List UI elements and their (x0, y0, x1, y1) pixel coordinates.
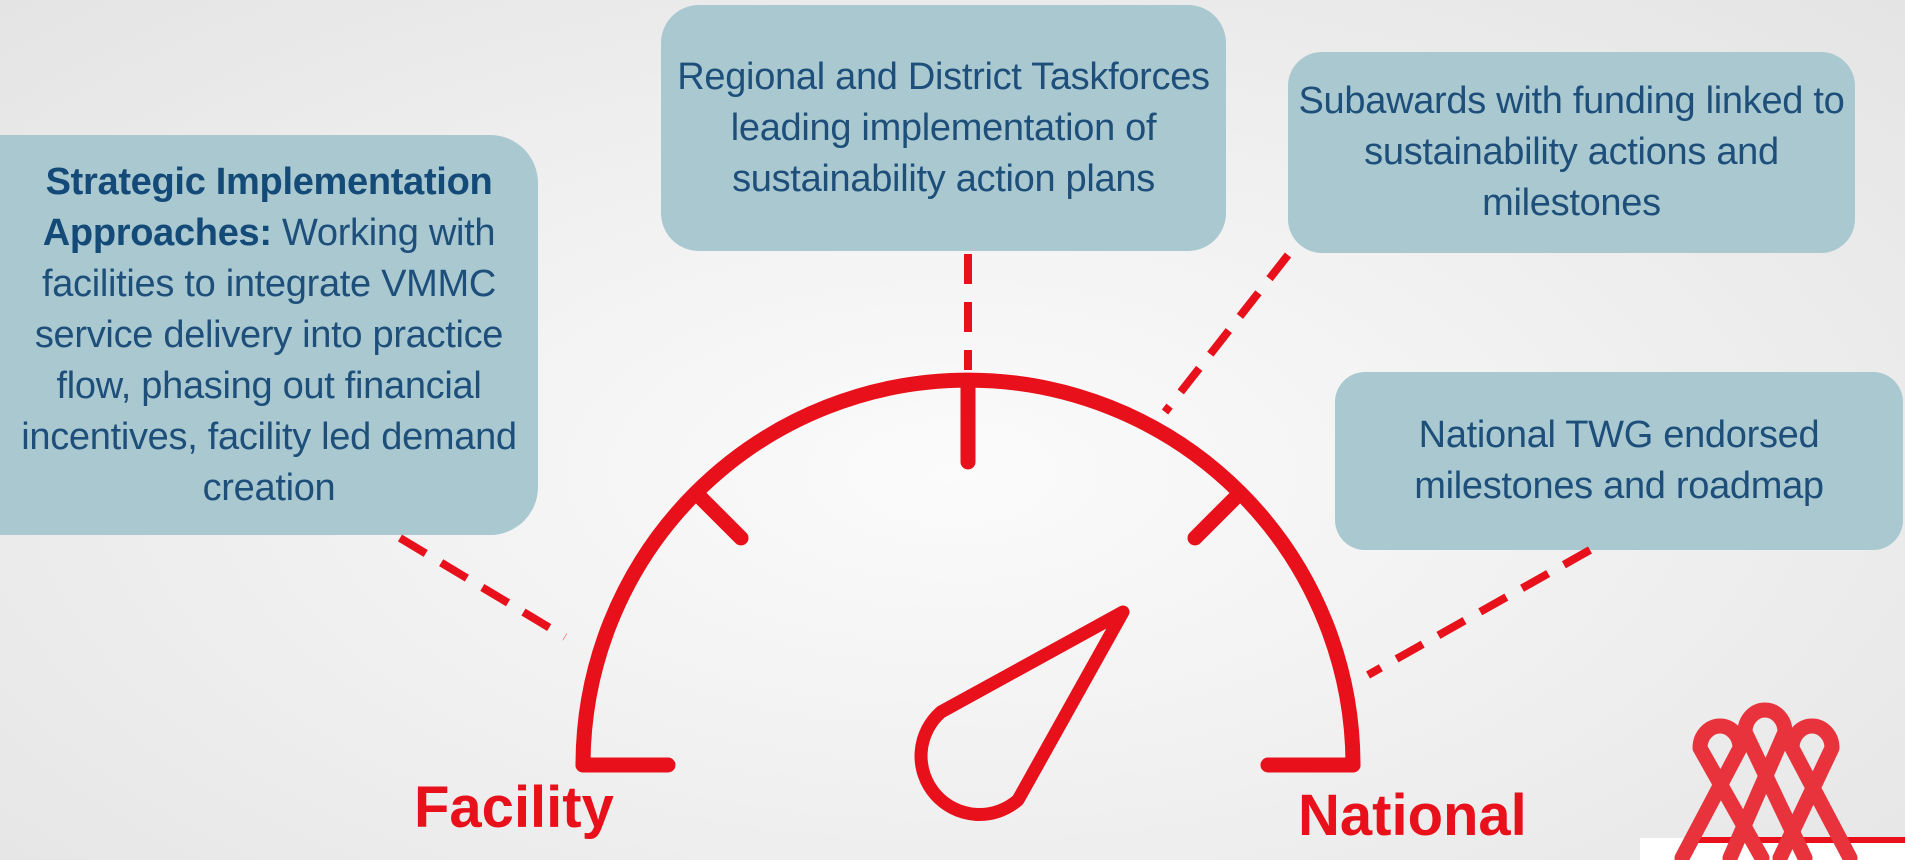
strategic-implementation-body: Working with facilities to integrate VMM… (21, 211, 517, 509)
gauge-tick-right (1187, 485, 1248, 546)
connector-strategic (397, 534, 568, 641)
strategic-implementation-heading: Strategic Implementation Approaches: (42, 160, 493, 254)
subawards-box: Subawards with funding linked to sustain… (1288, 52, 1855, 253)
facility-label: Facility (414, 775, 614, 840)
gauge-tick-left (688, 485, 749, 546)
strategic-implementation-text: Strategic Implementation Approaches: Wor… (10, 157, 528, 514)
subawards-text: Subawards with funding linked to sustain… (1298, 80, 1845, 224)
gauge-dial (575, 372, 1361, 773)
national-twg-text: National TWG endorsed milestones and roa… (1414, 414, 1824, 507)
connector-subawards (1161, 252, 1292, 415)
regional-taskforces-box: Regional and District Taskforces leading… (661, 5, 1226, 251)
national-twg-box: National TWG endorsed milestones and roa… (1335, 372, 1903, 550)
strategic-implementation-box: Strategic Implementation Approaches: Wor… (0, 135, 538, 535)
regional-taskforces-text: Regional and District Taskforces leading… (677, 55, 1210, 200)
gauge-needle-icon (914, 605, 1130, 821)
awareness-ribbons-logo (1640, 702, 1905, 860)
national-label: National (1298, 783, 1527, 848)
connector-lines (397, 252, 1592, 679)
connector-twg (1366, 546, 1592, 679)
